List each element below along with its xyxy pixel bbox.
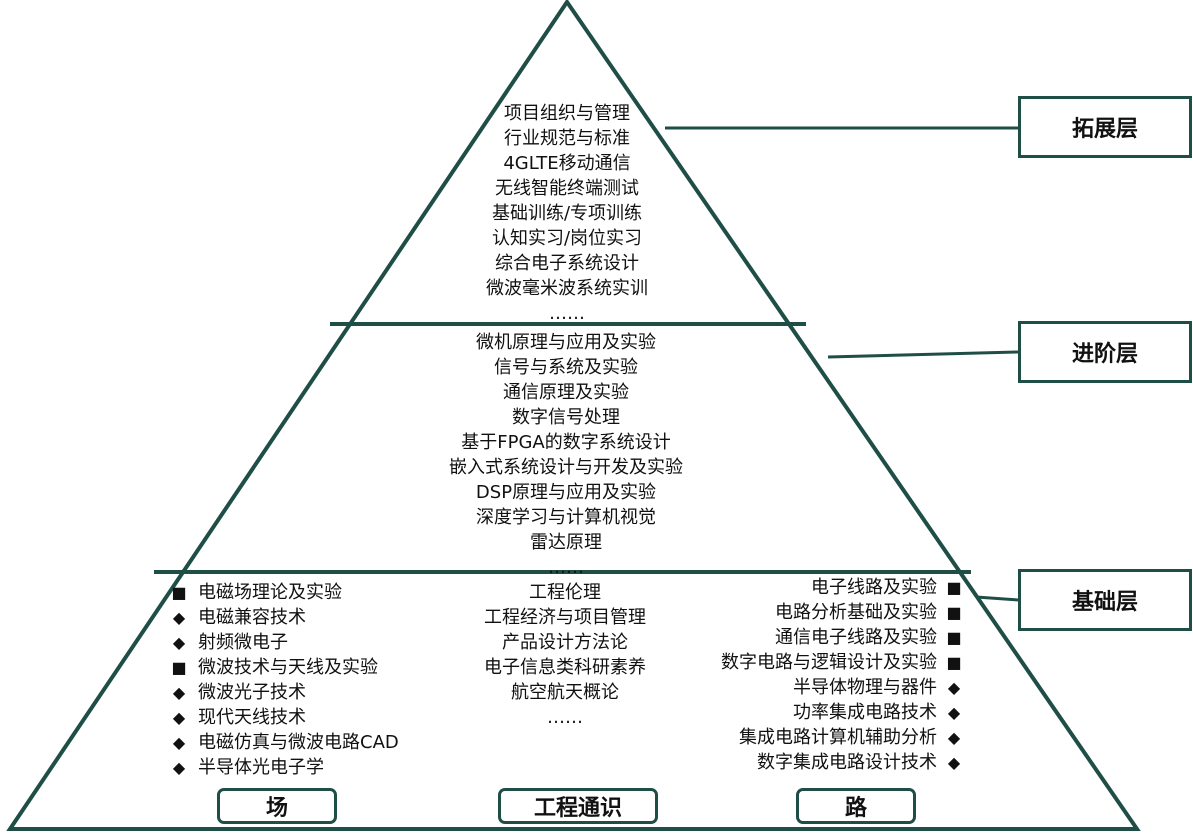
footer-label-engineering: 工程通识: [498, 788, 658, 824]
list-item: 认知实习/岗位实习: [491, 228, 643, 249]
footer-label-circuit: 路: [796, 788, 916, 824]
square-bullet-icon: ■: [946, 578, 962, 597]
list-item: 通信原理及实验: [503, 382, 629, 403]
list-item: 数字信号处理: [512, 407, 620, 428]
diamond-bullet-icon: ◆: [172, 733, 186, 752]
list-item-text: 现代天线技术: [198, 707, 306, 728]
square-bullet-icon: ■: [946, 653, 962, 672]
list-item-text: 电子线路及实验: [811, 577, 937, 598]
list-item: 产品设计方法论: [502, 632, 628, 653]
list-item: 功率集成电路技术 ◆: [721, 700, 965, 725]
pyramid-outline: [6, 0, 1141, 831]
list-item: 基础训练/专项训练: [491, 203, 643, 224]
list-item-text: 通信电子线路及实验: [775, 627, 937, 648]
list-item-text: 集成电路计算机辅助分析: [739, 727, 937, 748]
list-item: ◆ 电磁仿真与微波电路CAD: [168, 730, 399, 755]
middle-connector: [827, 350, 1019, 359]
list-item: 航空航天概论: [511, 682, 619, 703]
list-item-text: 微波光子技术: [198, 682, 306, 703]
bottom-connector: [975, 595, 1019, 602]
list-item: 集成电路计算机辅助分析 ◆: [721, 725, 965, 750]
square-bullet-icon: ■: [946, 628, 962, 647]
diamond-bullet-icon: ◆: [947, 703, 961, 722]
list-item: ……: [549, 303, 585, 324]
list-item: 半导体物理与器件 ◆: [721, 675, 965, 700]
square-bullet-icon: ■: [171, 658, 187, 677]
footer-label-field: 场: [217, 788, 337, 824]
diamond-bullet-icon: ◆: [172, 758, 186, 777]
diamond-bullet-icon: ◆: [172, 633, 186, 652]
diamond-bullet-icon: ◆: [947, 678, 961, 697]
list-item: 行业规范与标准: [504, 128, 630, 149]
diamond-bullet-icon: ◆: [172, 683, 186, 702]
list-item: 综合电子系统设计: [495, 253, 639, 274]
list-item: 数字电路与逻辑设计及实验 ■: [721, 650, 965, 675]
square-bullet-icon: ■: [171, 583, 187, 602]
list-item: 微波毫米波系统实训: [486, 278, 648, 299]
list-item-text: 电磁兼容技术: [198, 607, 306, 628]
list-item: ◆ 电磁兼容技术: [168, 605, 399, 630]
list-item: 微机原理与应用及实验: [476, 332, 656, 353]
list-item: 4GLTE移动通信: [503, 153, 631, 174]
list-item-text: 半导体物理与器件: [793, 677, 937, 698]
list-item: 工程伦理: [529, 582, 601, 603]
diamond-bullet-icon: ◆: [947, 753, 961, 772]
list-item: ■ 电磁场理论及实验: [168, 580, 399, 605]
list-item: 电路分析基础及实验 ■: [721, 600, 965, 625]
square-bullet-icon: ■: [946, 603, 962, 622]
list-item: 嵌入式系统设计与开发及实验: [449, 457, 683, 478]
list-item: 雷达原理: [530, 532, 602, 553]
diamond-bullet-icon: ◆: [172, 608, 186, 627]
list-item-text: 射频微电子: [198, 632, 288, 653]
list-item: DSP原理与应用及实验: [475, 482, 657, 503]
list-item: 基于FPGA的数字系统设计: [461, 432, 671, 453]
bottom-center-list: 工程伦理工程经济与项目管理产品设计方法论电子信息类科研素养航空航天概论 ……: [455, 580, 675, 730]
list-item-text: 微波技术与天线及实验: [198, 657, 378, 678]
list-item: ■ 微波技术与天线及实验: [168, 655, 399, 680]
list-item: 通信电子线路及实验 ■: [721, 625, 965, 650]
list-item-text: 电磁场理论及实验: [198, 582, 342, 603]
list-item: ……: [547, 707, 583, 728]
list-item: ◆ 现代天线技术: [168, 705, 399, 730]
list-item: ◆ 半导体光电子学: [168, 755, 399, 780]
list-item: ◆ 射频微电子: [168, 630, 399, 655]
list-item: 数字集成电路设计技术 ◆: [721, 750, 965, 775]
list-item: 电子信息类科研素养: [484, 657, 646, 678]
list-item: ◆ 微波光子技术: [168, 680, 399, 705]
list-item-text: 半导体光电子学: [198, 757, 324, 778]
diamond-bullet-icon: ◆: [172, 708, 186, 727]
top-layer-list: 项目组织与管理行业规范与标准 4GLTE移动通信无线智能终端测试基础训练/专项训练…: [417, 101, 717, 326]
layer-label-bottom: 基础层: [1018, 569, 1192, 631]
list-item-text: 数字集成电路设计技术: [757, 752, 937, 773]
list-item: 工程经济与项目管理: [484, 607, 646, 628]
list-item-text: 电磁仿真与微波电路CAD: [198, 732, 399, 753]
list-item: ……: [548, 557, 584, 578]
list-item: 信号与系统及实验: [494, 357, 638, 378]
bottom-left-list: ■ 电磁场理论及实验 ◆ 电磁兼容技术 ◆ 射频微电子 ■ 微波技术与天线及实验 ◆ 微波光子技术…: [168, 580, 399, 780]
list-item-text: 功率集成电路技术: [793, 702, 937, 723]
list-item-text: 电路分析基础及实验: [775, 602, 937, 623]
layer-label-middle: 进阶层: [1018, 321, 1192, 383]
diamond-bullet-icon: ◆: [947, 728, 961, 747]
list-item: 深度学习与计算机视觉: [476, 507, 656, 528]
list-item: 电子线路及实验 ■: [721, 575, 965, 600]
bottom-right-list: 电子线路及实验■电路分析基础及实验■通信电子线路及实验■数字电路与逻辑设计及实验…: [721, 575, 965, 775]
layer-label-top: 拓展层: [1018, 96, 1192, 158]
middle-layer-list: 微机原理与应用及实验信号与系统及实验通信原理及实验数字信号处理基于FPGA的数字…: [386, 330, 746, 580]
list-item-text: 数字电路与逻辑设计及实验: [721, 652, 937, 673]
list-item: 无线智能终端测试: [495, 178, 639, 199]
list-item: 项目组织与管理: [504, 103, 630, 124]
